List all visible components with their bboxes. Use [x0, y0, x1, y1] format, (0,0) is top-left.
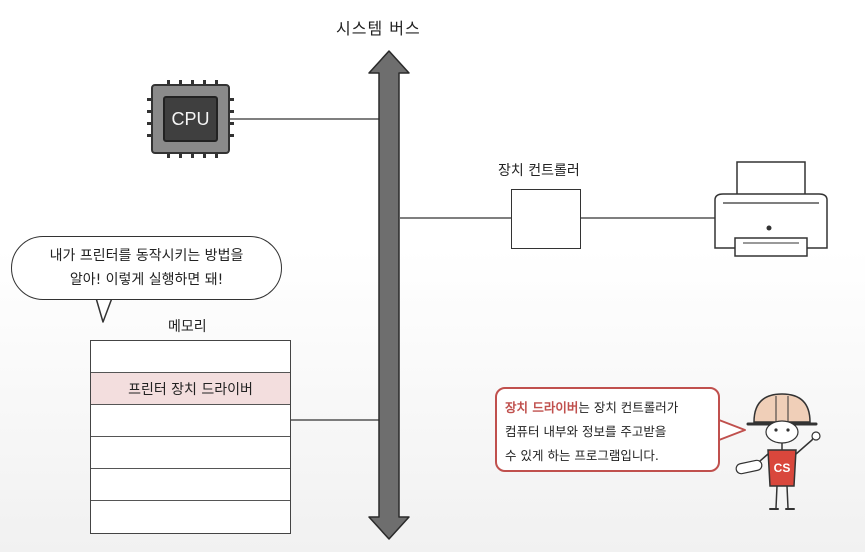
memory-table: 프린터 장치 드라이버	[90, 340, 291, 534]
memory-row	[91, 501, 290, 533]
memory-label: 메모리	[168, 319, 207, 335]
engineer-character-icon: CS	[735, 393, 821, 510]
memory-row	[91, 405, 290, 437]
info-tail	[718, 419, 746, 441]
speech-bubble: 내가 프린터를 동작시키는 방법을 알아! 이렇게 실행하면 돼!	[11, 236, 282, 300]
info-line-1: 는 장치 컨트롤러가	[578, 400, 679, 415]
system-bus-arrow	[368, 50, 410, 540]
memory-row	[91, 469, 290, 501]
info-highlight: 장치 드라이버	[505, 400, 579, 415]
character-shirt-text: CS	[774, 461, 791, 475]
bubble-line-2: 알아! 이렇게 실행하면 돼!	[69, 272, 224, 288]
memory-row	[91, 341, 290, 373]
info-line-3: 수 있게 하는 프로그램입니다.	[505, 448, 659, 463]
memory-row	[91, 437, 290, 469]
system-bus-title: 시스템 버스	[336, 19, 421, 38]
cpu-chip-icon: CPU	[147, 80, 234, 158]
controller-label: 장치 컨트롤러	[498, 163, 580, 179]
cpu-label: CPU	[163, 96, 218, 142]
info-line-2: 컴퓨터 내부와 정보를 주고받을	[505, 424, 667, 439]
device-controller-box	[511, 189, 581, 249]
info-box: 장치 드라이버는 장치 컨트롤러가 컴퓨터 내부와 정보를 주고받을 수 있게 …	[495, 387, 720, 472]
memory-row-printer-driver: 프린터 장치 드라이버	[91, 373, 290, 405]
bubble-line-1: 내가 프린터를 동작시키는 방법을	[49, 248, 244, 264]
bubble-tail	[95, 297, 113, 323]
printer-icon	[714, 161, 828, 257]
